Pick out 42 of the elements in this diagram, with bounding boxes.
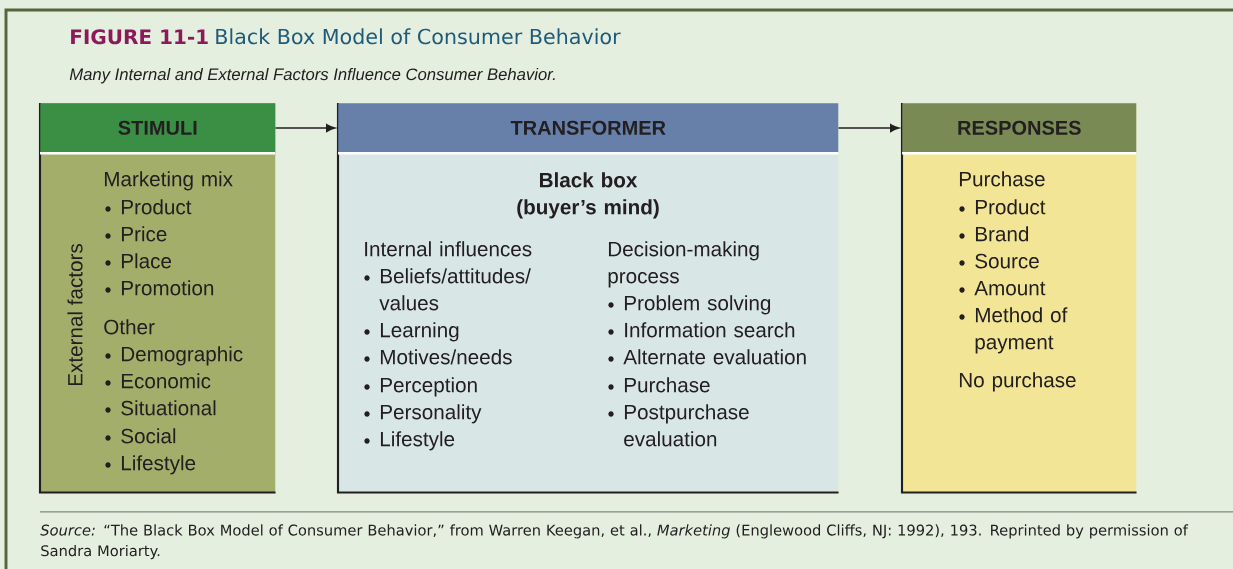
list-heading: Marketing mix [104, 171, 233, 191]
list-item: Perception [380, 377, 477, 397]
figure-title: Black Box Model of Consumer Behavior [216, 28, 621, 45]
list-item: Method of payment [975, 307, 1068, 354]
panel-heading: STIMULI [40, 103, 276, 153]
list-heading: No purchase [959, 372, 1076, 392]
figure-number: FIGURE 11-1 [71, 29, 208, 45]
list-item: Alternate evaluation [623, 349, 806, 365]
list-item: Lifestyle [380, 431, 455, 451]
list-item: Price [121, 226, 167, 242]
list-item: Learning [380, 322, 459, 342]
list-item: Situational [121, 400, 216, 416]
list-item: Information search [625, 322, 795, 338]
panel-heading: RESPONSES [902, 103, 1137, 153]
list-item: Promotion [121, 280, 214, 296]
list-item: Motives/needs [380, 349, 512, 365]
list-heading: Internal influences [365, 241, 532, 257]
list-heading: Decision-making process [608, 241, 759, 288]
list-heading: Other [104, 319, 155, 335]
list-item: Source [975, 253, 1039, 269]
list-item: Lifestyle [121, 455, 196, 475]
subtitle: Many Internal and External Factors Influence Consumer Behavior. [69, 67, 555, 84]
list-heading: Purchase [959, 171, 1045, 187]
list-item: Beliefs/attitudes/ values [379, 268, 531, 311]
list-item: Demographic [121, 346, 243, 366]
list-item: Social [121, 428, 176, 444]
source-note: Source: “The Black Box Model of Consumer Behavior,” from Warren Keegan, et al., Marketing (Englewood Cliffs, NJ: 1992), 193. Reprinted by permission of Sandra Moriarty. [40, 524, 1189, 560]
list-item: Economic [121, 373, 211, 389]
list-item: Purchase [624, 377, 710, 393]
list-item: Product [121, 199, 192, 215]
list-item: Place [121, 253, 172, 269]
list-item: Problem solving [624, 295, 771, 315]
list-item: Amount [974, 280, 1046, 296]
list-item: Personality [380, 404, 482, 424]
arrow [837, 124, 900, 132]
list-item: Postpurchase evaluation [624, 404, 749, 447]
panel-heading: TRANSFORMER [338, 103, 839, 153]
side-label: External factors [67, 244, 83, 386]
list-item: Product [975, 199, 1046, 215]
list-item: Brand [975, 226, 1029, 242]
box-heading: Black box (buyer’s mind) [517, 172, 659, 219]
arrow [274, 124, 336, 132]
